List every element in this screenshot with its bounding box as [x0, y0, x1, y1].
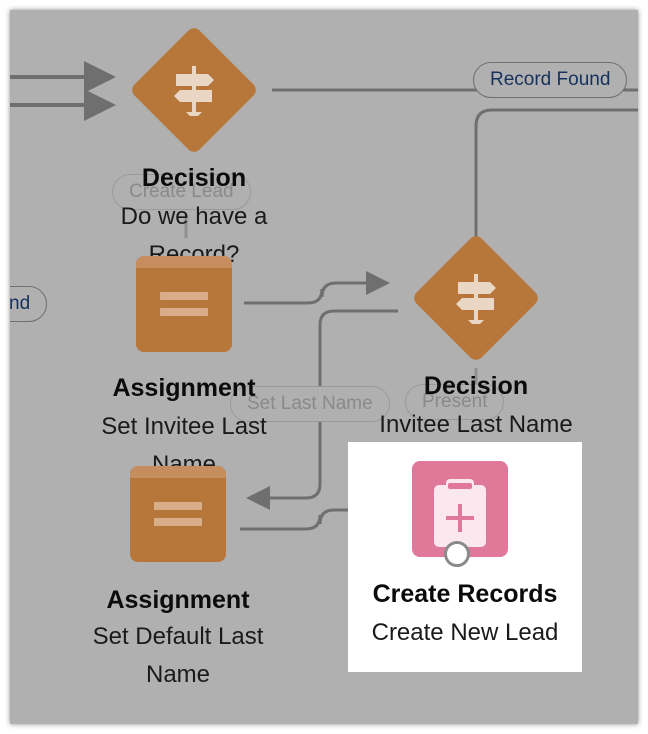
decision-1-title: Decision	[141, 164, 247, 192]
assignment-to-create-connector[interactable]	[240, 498, 394, 531]
present-pill[interactable]: Present	[405, 384, 505, 420]
signpost-icon	[174, 66, 214, 116]
set-last-name-pill[interactable]: Set Last Name	[230, 386, 390, 422]
assignment-1-title: Assignment	[112, 374, 256, 402]
assignment-2-title: Assignment	[106, 586, 250, 614]
decision-2-title: Decision	[423, 372, 529, 400]
assignment-2-subtitle: Set Default Last Name	[92, 623, 264, 688]
flow-canvas[interactable]: Record Found Create Lead nd Set Last Nam…	[10, 10, 638, 724]
create-records-subtitle: Create New Lead	[371, 619, 559, 646]
decision-1-node[interactable]	[128, 24, 260, 156]
assignment-icon-line-2	[160, 308, 208, 316]
clipboard-plus-icon	[434, 479, 486, 547]
signpost-icon	[456, 274, 496, 324]
assignment-2-node[interactable]	[130, 466, 226, 562]
assignment-to-decision-connector[interactable]	[244, 271, 390, 305]
assignment-icon-tab	[130, 466, 226, 478]
assignment-icon-line-1	[160, 292, 208, 300]
decision-2-node[interactable]	[410, 232, 542, 364]
assignment-icon-line-1	[154, 502, 202, 510]
assignment-icon-tab	[136, 256, 232, 268]
assignment-icon-line-2	[154, 518, 202, 526]
assignment-1-node[interactable]	[136, 256, 232, 352]
connector-handle[interactable]	[444, 541, 470, 567]
create-records-title: Create Records	[372, 580, 558, 608]
record-found-branch-connector[interactable]	[474, 108, 638, 240]
record-found-pill[interactable]: Record Found	[473, 62, 628, 98]
outcome-pill-partial[interactable]: nd	[10, 286, 48, 322]
create-lead-pill[interactable]: Create Lead	[112, 174, 251, 210]
